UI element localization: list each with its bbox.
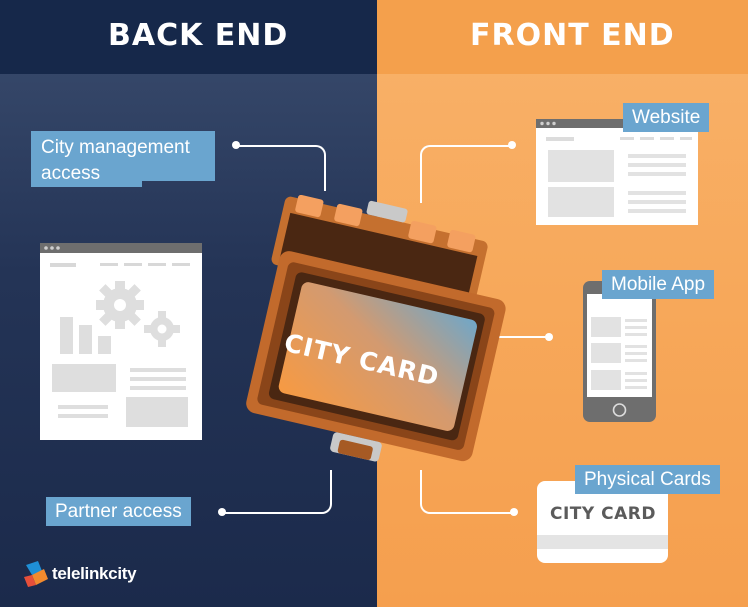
connector-city-management — [236, 145, 326, 191]
physical-card-text: CITY CARD — [550, 504, 656, 524]
mobile-phone-illustration — [583, 281, 656, 422]
label-tail — [31, 159, 142, 187]
city-card-suitcase-illustration — [246, 195, 506, 462]
website-illustration — [536, 119, 698, 225]
back-end-heading: BACK END — [108, 18, 289, 53]
telelink-logo-text: telelinkcity — [52, 564, 137, 583]
telelink-logo-icon — [24, 561, 48, 587]
physical-card-illustration — [537, 481, 668, 563]
physical-cards-label: Physical Cards — [575, 465, 720, 494]
city-management-line-2: access — [41, 163, 101, 184]
connector-mobile — [496, 336, 548, 338]
city-management-line-1: City management — [41, 137, 190, 158]
connector-dot-cards — [510, 508, 518, 516]
front-end-heading: FRONT END — [470, 18, 675, 53]
dashboard-illustration — [40, 243, 202, 440]
front-end-header-band — [377, 0, 748, 74]
connector-website — [420, 145, 514, 203]
partner-access-label: Partner access — [46, 497, 191, 526]
back-end-header-band — [0, 0, 377, 74]
connector-partner — [222, 470, 332, 514]
website-label: Website — [623, 103, 710, 132]
connector-cards — [420, 470, 514, 514]
city-management-access-label: City management access — [31, 131, 215, 187]
connector-dot-mobile — [545, 333, 553, 341]
mobile-app-label: Mobile App — [602, 270, 715, 299]
